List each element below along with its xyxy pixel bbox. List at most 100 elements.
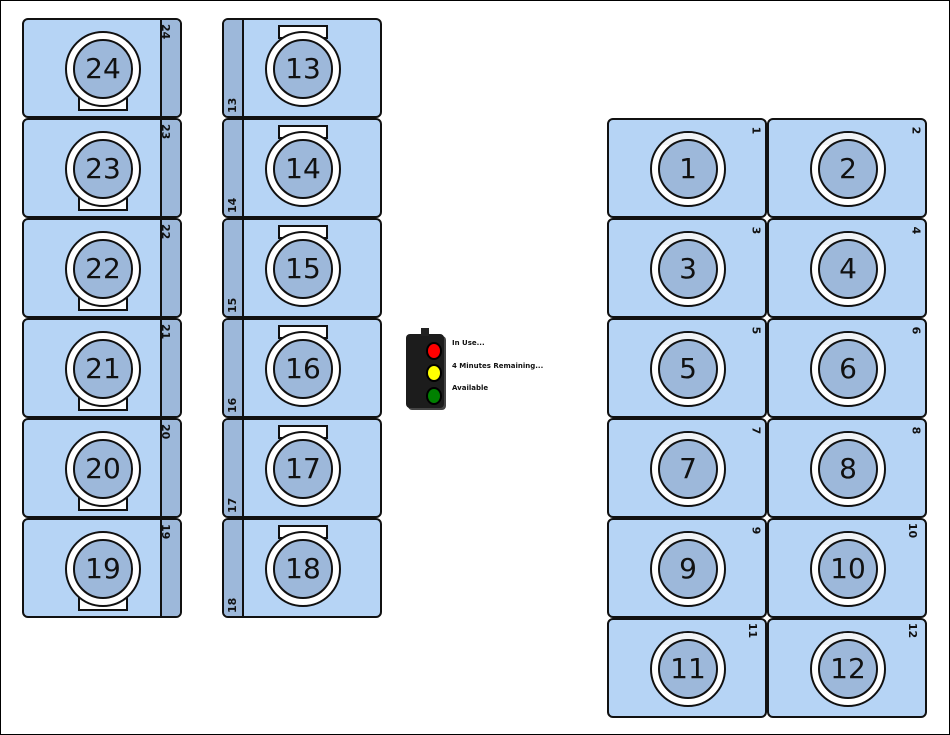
machine-window: 2	[818, 139, 878, 199]
machine-side-strip: 22	[159, 220, 180, 316]
red-light-icon	[426, 342, 442, 360]
machine-corner-label: 12	[905, 622, 919, 639]
machine-22[interactable]: 22 22	[22, 218, 182, 318]
machine-window: 16	[273, 339, 333, 399]
yellow-light-icon	[426, 364, 442, 382]
machine-side-label: 15	[226, 297, 239, 313]
machine-window: 4	[818, 239, 878, 299]
machine-side-strip: 21	[159, 320, 180, 416]
machine-side-label: 23	[159, 124, 172, 140]
machine-door[interactable]: 19	[65, 531, 141, 607]
machine-door[interactable]: 8	[810, 431, 886, 507]
machine-side-label: 18	[226, 597, 239, 613]
machine-number: 9	[679, 552, 697, 585]
machine-window: 18	[273, 539, 333, 599]
machine-number: 15	[285, 252, 321, 285]
machine-door[interactable]: 18	[265, 531, 341, 607]
machine-corner-label: 3	[749, 226, 763, 235]
machine-corner-label: 2	[909, 126, 923, 135]
machine-number: 7	[679, 452, 697, 485]
machine-door[interactable]: 16	[265, 331, 341, 407]
machine-door[interactable]: 6	[810, 331, 886, 407]
green-light-icon	[426, 387, 442, 405]
machine-14[interactable]: 14 14	[222, 118, 382, 218]
machine-side-strip: 23	[159, 120, 180, 216]
machine-number: 14	[285, 152, 321, 185]
machine-side-label: 24	[159, 24, 172, 40]
machine-window: 9	[658, 539, 718, 599]
machine-number: 23	[85, 152, 121, 185]
machine-side-strip: 13	[224, 20, 244, 116]
machine-side-strip: 15	[224, 220, 244, 316]
machine-side-label: 14	[226, 197, 239, 213]
machine-door[interactable]: 23	[65, 131, 141, 207]
machine-window: 19	[73, 539, 133, 599]
machine-number: 22	[85, 252, 121, 285]
machine-number: 8	[839, 452, 857, 485]
machine-21[interactable]: 21 21	[22, 318, 182, 418]
machine-number: 13	[285, 52, 321, 85]
machine-window: 21	[73, 339, 133, 399]
machine-corner-label: 9	[749, 526, 763, 535]
machine-door[interactable]: 20	[65, 431, 141, 507]
machine-corner-label: 8	[909, 426, 923, 435]
machine-number: 18	[285, 552, 321, 585]
machine-corner-label: 6	[909, 326, 923, 335]
machine-door[interactable]: 3	[650, 231, 726, 307]
machine-corner-label: 4	[909, 226, 923, 235]
machine-side-strip: 24	[159, 20, 180, 116]
machine-door[interactable]: 17	[265, 431, 341, 507]
machine-door[interactable]: 14	[265, 131, 341, 207]
machine-13[interactable]: 13 13	[222, 18, 382, 118]
machine-side-strip: 17	[224, 420, 244, 516]
machine-window: 17	[273, 439, 333, 499]
machine-number: 2	[839, 152, 857, 185]
machine-door[interactable]: 11	[650, 631, 726, 707]
machine-door[interactable]: 2	[810, 131, 886, 207]
status-legend: In Use... 4 Minutes Remaining... Availab…	[406, 322, 556, 412]
machine-window: 5	[658, 339, 718, 399]
machine-door[interactable]: 1	[650, 131, 726, 207]
machine-number: 5	[679, 352, 697, 385]
machine-side-label: 19	[159, 524, 172, 540]
machine-number: 12	[830, 652, 866, 685]
machine-door[interactable]: 4	[810, 231, 886, 307]
machine-door[interactable]: 7	[650, 431, 726, 507]
machine-door[interactable]: 21	[65, 331, 141, 407]
machine-door[interactable]: 13	[265, 31, 341, 107]
machine-corner-label: 7	[749, 426, 763, 435]
machine-door[interactable]: 12	[810, 631, 886, 707]
machine-side-label: 13	[226, 97, 239, 113]
machine-door[interactable]: 5	[650, 331, 726, 407]
machine-door[interactable]: 10	[810, 531, 886, 607]
machine-12[interactable]: 12 12	[767, 618, 927, 718]
machine-window: 10	[818, 539, 878, 599]
machine-23[interactable]: 23 23	[22, 118, 182, 218]
machine-door[interactable]: 15	[265, 231, 341, 307]
machine-door[interactable]: 9	[650, 531, 726, 607]
legend-in-use-label: In Use...	[452, 339, 485, 347]
machine-24[interactable]: 24 24	[22, 18, 182, 118]
machine-side-label: 20	[159, 424, 172, 440]
machine-door[interactable]: 24	[65, 31, 141, 107]
machine-door[interactable]: 22	[65, 231, 141, 307]
machine-side-label: 17	[226, 497, 239, 513]
machine-window: 22	[73, 239, 133, 299]
